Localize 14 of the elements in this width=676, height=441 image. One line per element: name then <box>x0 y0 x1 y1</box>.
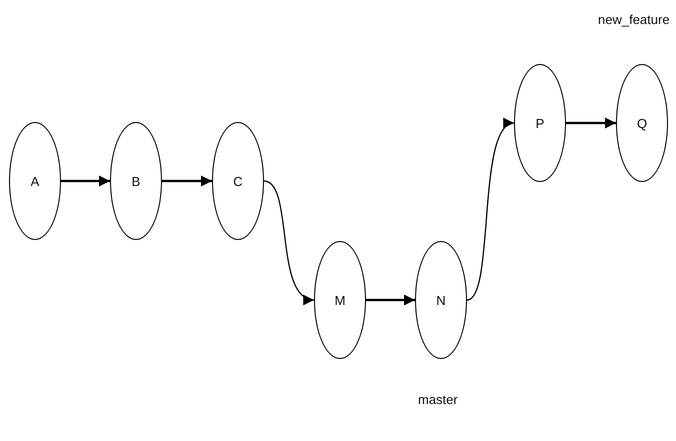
branch-label: master <box>418 392 458 407</box>
branch-label: new_feature <box>598 12 670 27</box>
node-label: N <box>436 292 446 308</box>
arrow <box>366 294 415 306</box>
arrow <box>162 176 212 186</box>
node-label: A <box>30 174 40 188</box>
arrow <box>566 118 616 128</box>
node-label: Q <box>636 116 648 130</box>
node-label: C <box>233 174 243 188</box>
node-label: P <box>536 116 544 130</box>
arrow <box>264 180 314 302</box>
arrow <box>61 176 110 186</box>
node-label: B <box>132 174 140 188</box>
node-label: M <box>334 292 346 308</box>
